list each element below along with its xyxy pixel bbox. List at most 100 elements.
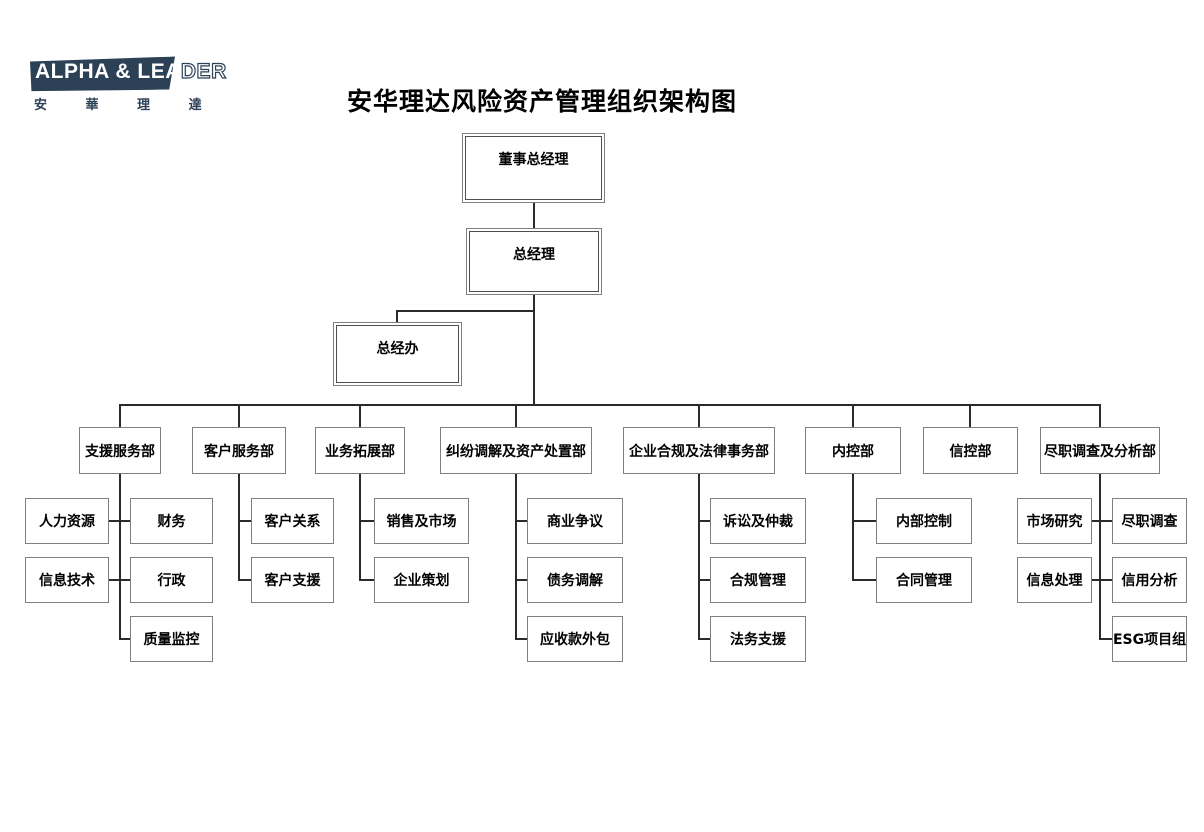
connector-line — [852, 579, 877, 581]
company-logo: ALPHA & LEADER 安 華 理 達 — [28, 54, 227, 114]
org-node-label: 市场研究 — [1026, 514, 1083, 530]
connector-line — [238, 404, 240, 428]
org-node-label: 财务 — [157, 514, 186, 530]
connector-line — [515, 638, 528, 640]
connector-line — [1099, 579, 1113, 581]
org-node-label: 支援服务部 — [85, 443, 155, 460]
org-node-information-technology: 信息技术 — [25, 557, 109, 603]
connector-line — [515, 404, 517, 428]
org-node-label: 纠纷调解及资产处置部 — [446, 443, 586, 460]
org-node-label: 尽职调查及分析部 — [1044, 443, 1156, 460]
org-node-compliance-management: 合规管理 — [710, 557, 806, 603]
connector-line — [852, 474, 854, 581]
logo-brand-main: ALPHA & LEA — [35, 60, 181, 83]
org-node-compliance-legal-dept: 企业合规及法律事务部 — [623, 427, 775, 474]
connector-line — [359, 404, 361, 428]
connector-line — [109, 520, 121, 522]
connector-line — [515, 579, 528, 581]
org-node-label: 客户关系 — [264, 514, 321, 530]
connector-line — [119, 474, 121, 640]
connector-line — [119, 579, 131, 581]
org-node-label: 企业策划 — [393, 573, 450, 589]
connector-line — [1099, 520, 1113, 522]
connector-line — [1092, 579, 1100, 581]
connector-line — [698, 404, 700, 428]
connector-line — [109, 579, 121, 581]
org-node-label: 合规管理 — [730, 573, 786, 589]
org-node-label: 信息技术 — [39, 573, 95, 589]
connector-line — [1099, 638, 1113, 640]
org-node-business-development-dept: 业务拓展部 — [315, 427, 405, 474]
org-node-dd-analysis-dept: 尽职调查及分析部 — [1040, 427, 1160, 474]
connector-line — [359, 474, 361, 581]
connector-line — [359, 520, 375, 522]
org-node-due-diligence: 尽职调查 — [1112, 498, 1187, 544]
org-node-corporate-planning: 企业策划 — [374, 557, 469, 603]
org-node-customer-support: 客户支援 — [251, 557, 334, 603]
org-node-label: 法务支援 — [730, 632, 786, 648]
org-node-dispute-asset-dept: 纠纷调解及资产处置部 — [440, 427, 592, 474]
org-node-internal-control-dept: 内控部 — [805, 427, 901, 474]
org-node-market-research: 市场研究 — [1017, 498, 1092, 544]
org-node-esg-project: ESG项目组 — [1112, 616, 1187, 662]
org-node-label: 企业合规及法律事务部 — [629, 443, 769, 460]
connector-line — [515, 520, 528, 522]
connector-line — [238, 474, 240, 581]
org-node-label: 董事总经理 — [498, 152, 569, 168]
connector-line — [969, 404, 971, 428]
org-node-quality-control: 质量监控 — [130, 616, 213, 662]
connector-line — [1092, 520, 1100, 522]
org-node-internal-control: 内部控制 — [876, 498, 972, 544]
org-node-managing-director: 董事总经理 — [462, 133, 605, 203]
org-node-credit-control-dept: 信控部 — [923, 427, 1018, 474]
connector-line — [698, 520, 711, 522]
org-node-administration: 行政 — [130, 557, 213, 603]
connector-line — [698, 638, 711, 640]
org-node-receivables-outsourcing: 应收款外包 — [527, 616, 623, 662]
org-node-label: 信用分析 — [1121, 573, 1178, 589]
connector-line — [852, 520, 877, 522]
logo-brand-tail: DER — [180, 60, 227, 83]
org-node-label: 内控部 — [832, 443, 874, 460]
org-node-label: 诉讼及仲裁 — [723, 514, 793, 530]
org-node-label: 行政 — [157, 573, 186, 589]
connector-line — [533, 295, 535, 405]
connector-line — [698, 579, 711, 581]
org-node-info-processing: 信息处理 — [1017, 557, 1092, 603]
org-node-debt-mediation: 债务调解 — [527, 557, 623, 603]
org-node-customer-relations: 客户关系 — [251, 498, 334, 544]
connector-line — [359, 579, 375, 581]
org-node-finance: 财务 — [130, 498, 213, 544]
connector-line — [119, 638, 131, 640]
org-node-label: 人力资源 — [39, 514, 95, 530]
connector-line — [396, 310, 398, 323]
org-node-label: 内部控制 — [896, 514, 952, 530]
connector-line — [238, 579, 252, 581]
connector-line — [119, 520, 131, 522]
connector-line — [1099, 474, 1101, 640]
org-node-label: 信息处理 — [1026, 573, 1083, 589]
org-node-litigation-arbitration: 诉讼及仲裁 — [710, 498, 806, 544]
org-node-commercial-dispute: 商业争议 — [527, 498, 623, 544]
connector-line — [852, 404, 854, 428]
org-node-sales-marketing: 销售及市场 — [374, 498, 469, 544]
org-node-contract-management: 合同管理 — [876, 557, 972, 603]
connector-line — [515, 474, 517, 640]
org-node-label: 质量监控 — [143, 632, 200, 648]
logo-latin-text: ALPHA & LEADER — [35, 60, 227, 83]
org-node-label: 应收款外包 — [540, 632, 610, 648]
connector-line — [396, 310, 534, 312]
org-node-label: 商业争议 — [547, 514, 603, 530]
connector-line — [119, 404, 1101, 406]
connector-line — [533, 203, 535, 229]
org-node-label: 总经理 — [513, 247, 555, 263]
connector-line — [698, 474, 700, 640]
org-node-label: 销售及市场 — [386, 514, 457, 530]
org-node-gm-office: 总经办 — [333, 322, 462, 386]
connector-line — [238, 520, 252, 522]
org-node-human-resources: 人力资源 — [25, 498, 109, 544]
org-node-label: 客户支援 — [264, 573, 321, 589]
org-node-label: 债务调解 — [547, 573, 603, 589]
